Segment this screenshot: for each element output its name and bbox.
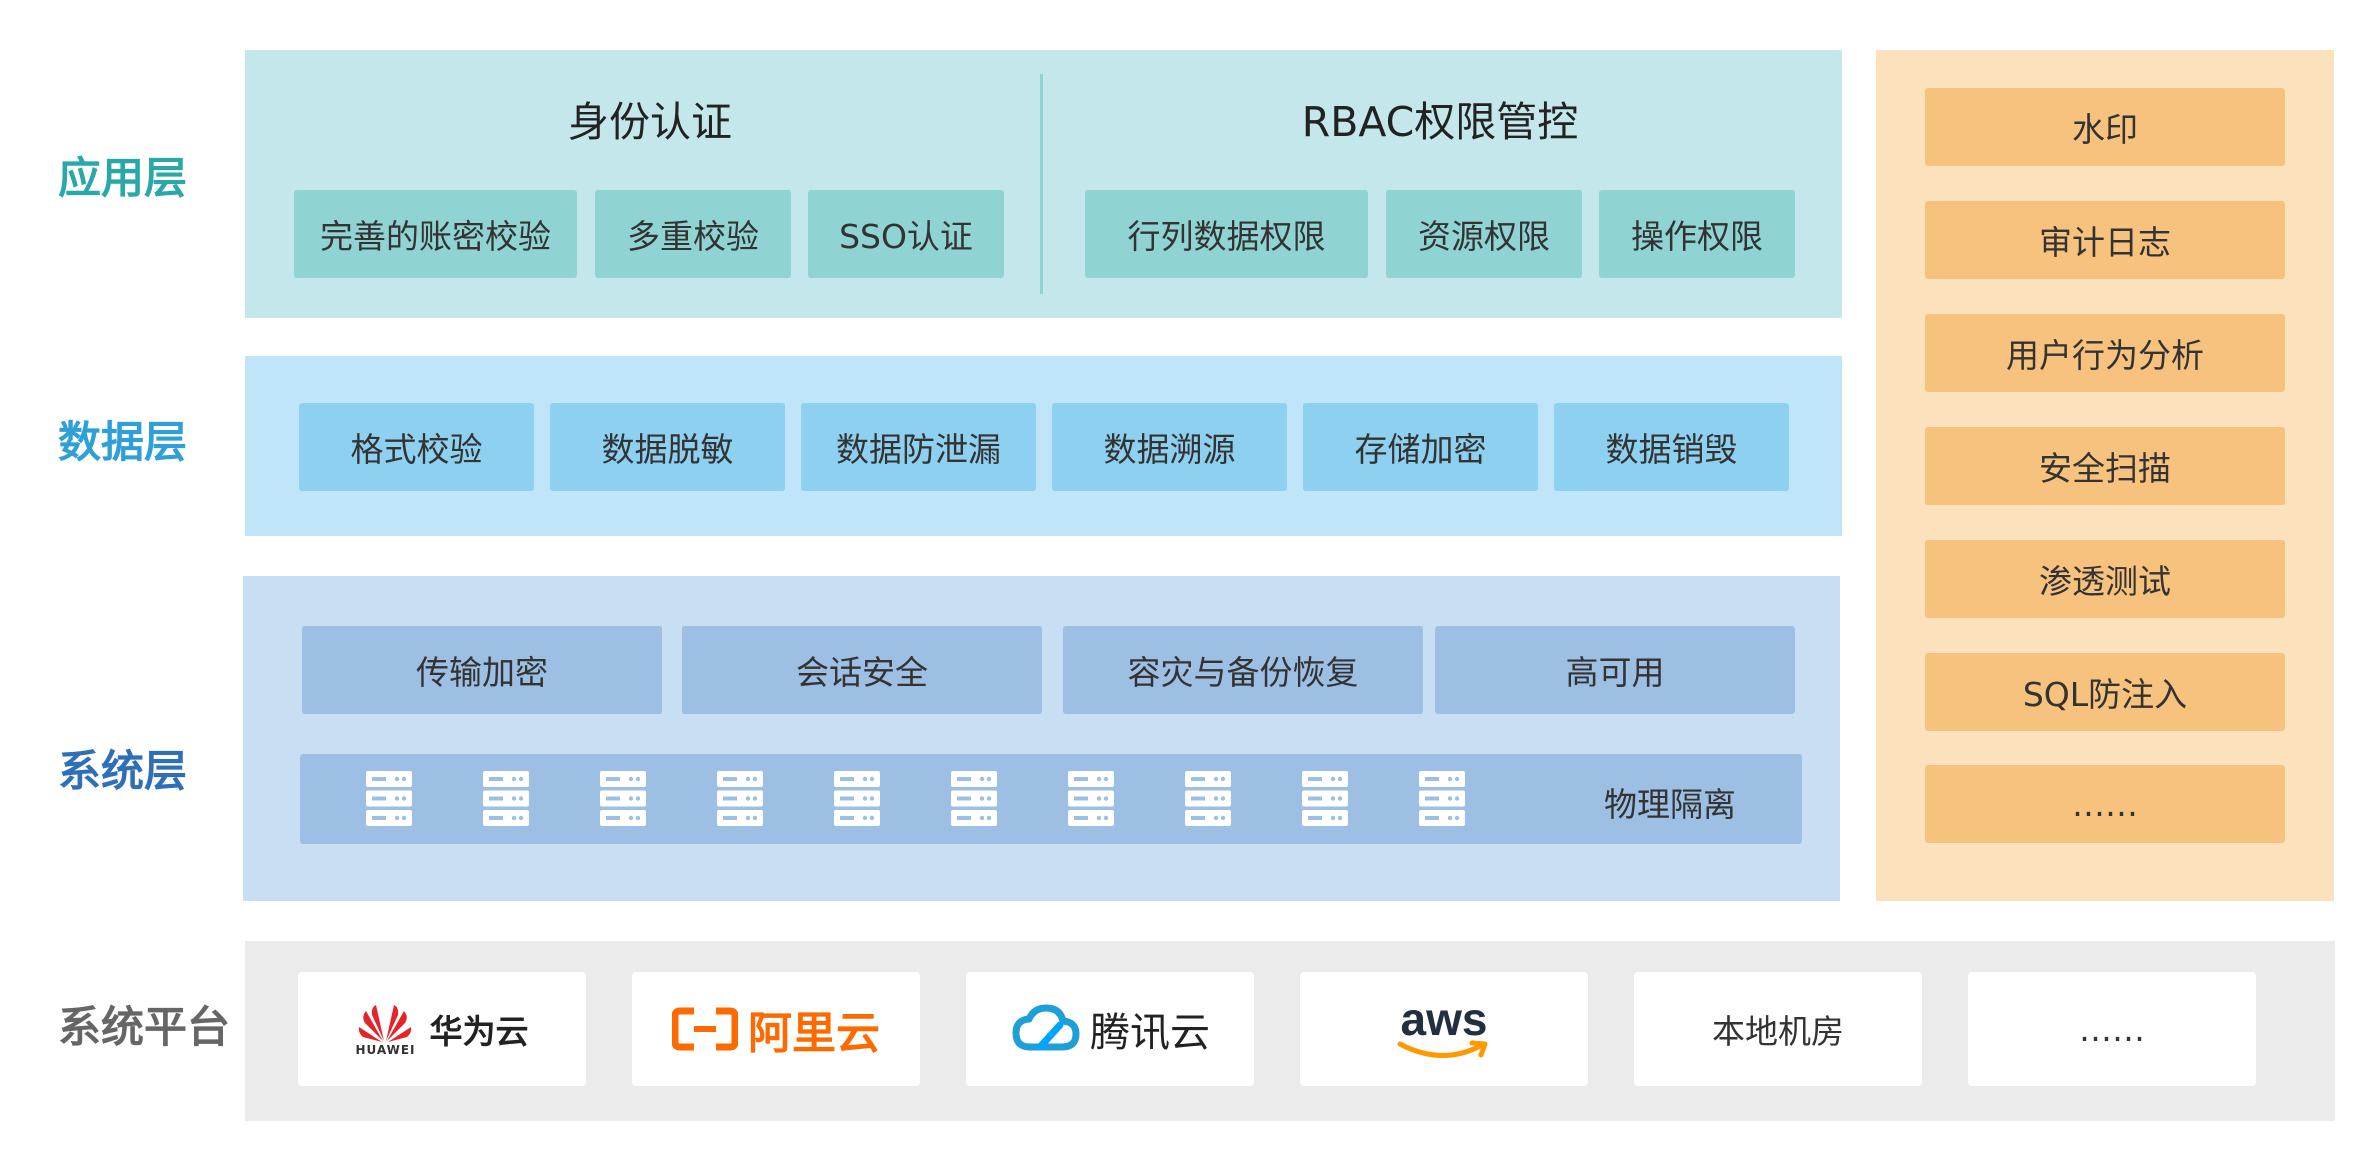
server-icon bbox=[951, 771, 997, 826]
server-icon bbox=[1068, 771, 1114, 826]
system-item-high-availability: 高可用 bbox=[1435, 626, 1795, 714]
server-icon bbox=[600, 771, 646, 826]
app-divider bbox=[1040, 74, 1043, 294]
layer-label-app: 应用层 bbox=[58, 154, 187, 204]
side-item-user-behavior: 用户行为分析 bbox=[1925, 314, 2285, 392]
server-icon bbox=[1419, 771, 1465, 826]
identity-item-password: 完善的账密校验 bbox=[294, 190, 577, 278]
platform-more: …… bbox=[1968, 972, 2256, 1086]
system-item-transport-encryption: 传输加密 bbox=[302, 626, 662, 714]
side-item-watermark: 水印 bbox=[1925, 88, 2285, 166]
aliyun-logo-icon bbox=[672, 1007, 738, 1051]
physical-isolation-bar bbox=[300, 754, 1802, 844]
layer-label-platform: 系统平台 bbox=[58, 1003, 230, 1053]
data-item-leak-prevention: 数据防泄漏 bbox=[801, 403, 1036, 491]
aws-smile-icon bbox=[1397, 1040, 1488, 1058]
tencent-name: 腾讯云 bbox=[1090, 1010, 1210, 1056]
layer-label-system: 系统层 bbox=[58, 747, 187, 797]
data-item-format-check: 格式校验 bbox=[299, 403, 534, 491]
physical-isolation-label: 物理隔离 bbox=[1604, 785, 1736, 824]
identity-item-sso: SSO认证 bbox=[808, 190, 1004, 278]
layer-label-data: 数据层 bbox=[58, 418, 187, 468]
server-icon-row bbox=[300, 754, 1500, 844]
tencent-cloud-logo-icon bbox=[1012, 1004, 1080, 1051]
platform-local: 本地机房 bbox=[1634, 972, 1922, 1086]
data-item-destruction: 数据销毁 bbox=[1554, 403, 1789, 491]
huawei-logo-icon bbox=[359, 1005, 412, 1042]
side-item-pen-test: 渗透测试 bbox=[1925, 540, 2285, 618]
aliyun-name: 阿里云 bbox=[748, 1008, 880, 1059]
side-item-audit-log: 审计日志 bbox=[1925, 201, 2285, 279]
platform-aliyun: 阿里云 bbox=[632, 972, 920, 1086]
aws-name: aws bbox=[1400, 993, 1488, 1045]
identity-item-multi: 多重校验 bbox=[595, 190, 791, 278]
side-item-security-scan: 安全扫描 bbox=[1925, 427, 2285, 505]
server-icon bbox=[1185, 771, 1231, 826]
rbac-title: RBAC权限管控 bbox=[1301, 98, 1579, 146]
data-item-storage-encryption: 存储加密 bbox=[1303, 403, 1538, 491]
rbac-item-operation: 操作权限 bbox=[1599, 190, 1795, 278]
rbac-item-row-col: 行列数据权限 bbox=[1085, 190, 1368, 278]
platform-huawei: HUAWEI 华为云 bbox=[298, 972, 586, 1086]
huawei-name: 华为云 bbox=[429, 1012, 529, 1051]
system-layer-panel bbox=[243, 576, 1840, 901]
data-item-masking: 数据脱敏 bbox=[550, 403, 785, 491]
side-item-more: …… bbox=[1925, 765, 2285, 843]
identity-title: 身份认证 bbox=[568, 98, 732, 146]
rbac-item-resource: 资源权限 bbox=[1386, 190, 1582, 278]
server-icon bbox=[366, 771, 412, 826]
server-icon bbox=[483, 771, 529, 826]
server-icon bbox=[1302, 771, 1348, 826]
data-item-tracing: 数据溯源 bbox=[1052, 403, 1287, 491]
huawei-small-text: HUAWEI bbox=[355, 1043, 416, 1057]
platform-aws: aws bbox=[1300, 972, 1588, 1086]
platform-tencent: 腾讯云 bbox=[966, 972, 1254, 1086]
server-icon bbox=[717, 771, 763, 826]
server-icon bbox=[834, 771, 880, 826]
side-item-sql-injection: SQL防注入 bbox=[1925, 653, 2285, 731]
system-item-session-security: 会话安全 bbox=[682, 626, 1042, 714]
system-item-disaster-recovery: 容灾与备份恢复 bbox=[1063, 626, 1423, 714]
